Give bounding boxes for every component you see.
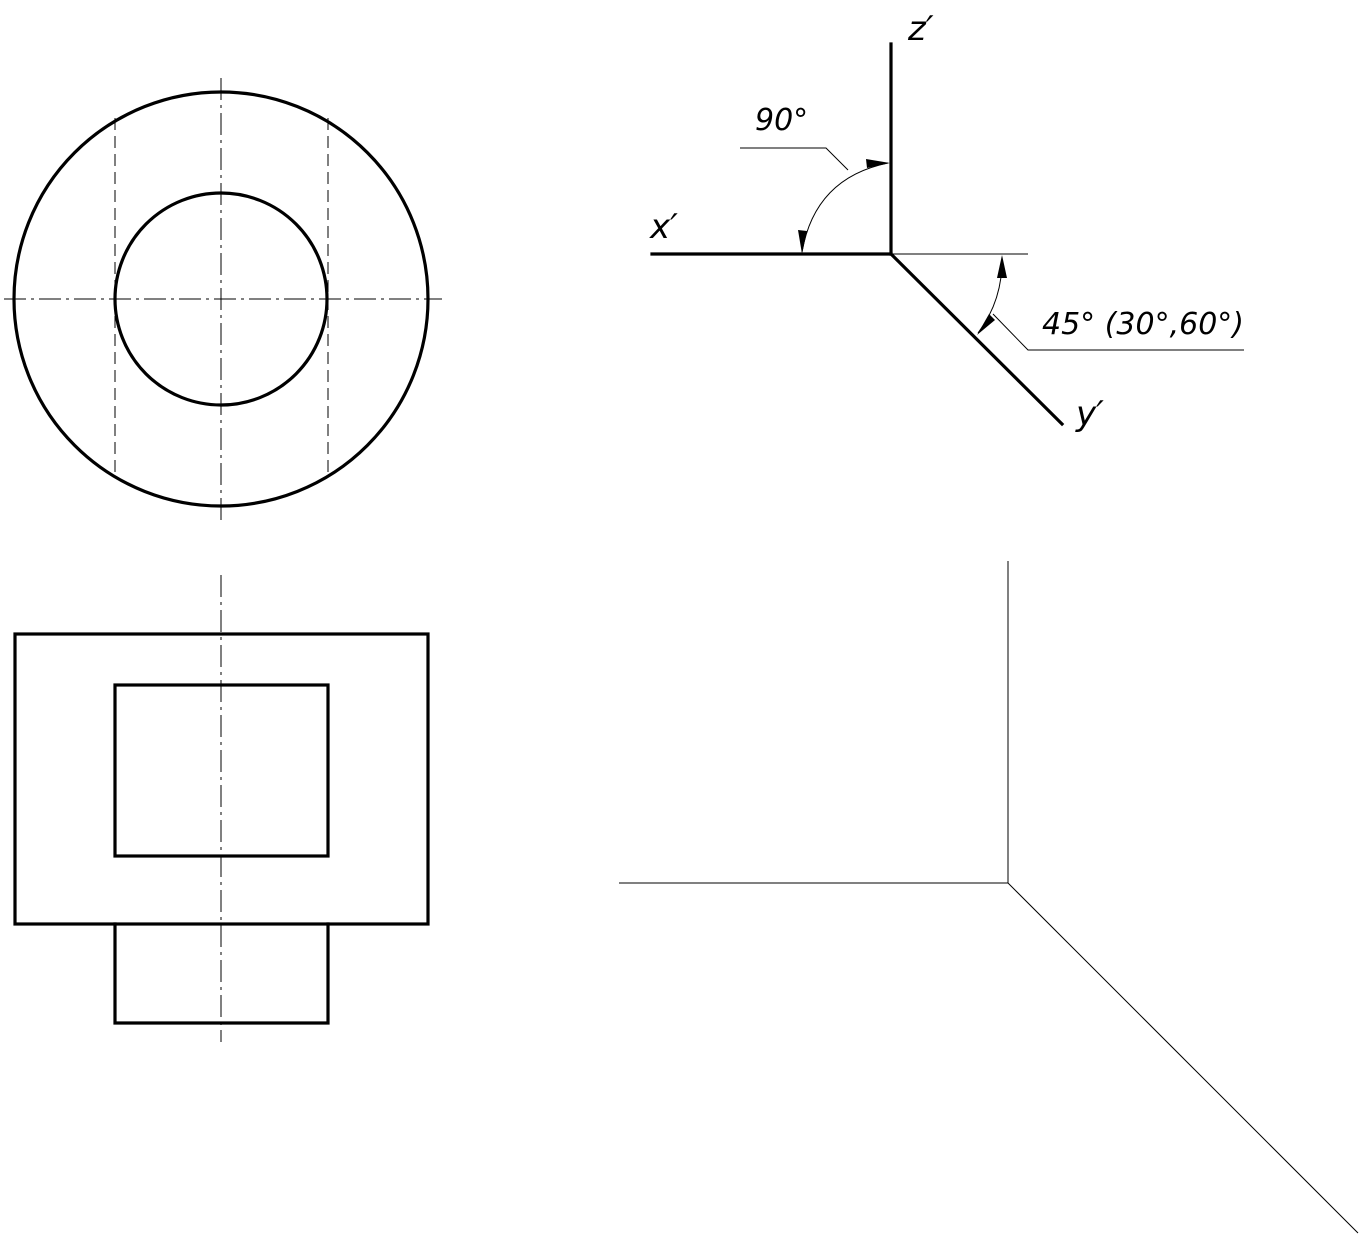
outer-rectangle xyxy=(13,632,430,926)
angle-label-90: 90° xyxy=(755,103,808,138)
front-view xyxy=(13,575,430,1042)
axis-label-x: x′ xyxy=(649,207,678,247)
top-view xyxy=(4,78,442,520)
angle-label-45: 45° (30°,60°) xyxy=(1042,307,1244,342)
arrowhead-90-top xyxy=(866,159,890,168)
y-axis xyxy=(888,251,1065,427)
leader-90 xyxy=(740,147,849,171)
axes-legend: z′ x′ y′ 90° 45° (30°,60°) xyxy=(649,9,1244,434)
arrowhead-90-bottom xyxy=(798,230,807,254)
construction-axes xyxy=(619,561,1359,1234)
axis-label-y: y′ xyxy=(1075,394,1104,434)
angle-arc-90 xyxy=(801,162,889,253)
arrowhead-45-top xyxy=(997,255,1007,278)
arrowhead-45-bottom xyxy=(977,314,995,335)
axis-label-z: z′ xyxy=(907,9,934,49)
leader-45 xyxy=(992,313,1244,351)
construction-y-axis xyxy=(1007,882,1359,1234)
